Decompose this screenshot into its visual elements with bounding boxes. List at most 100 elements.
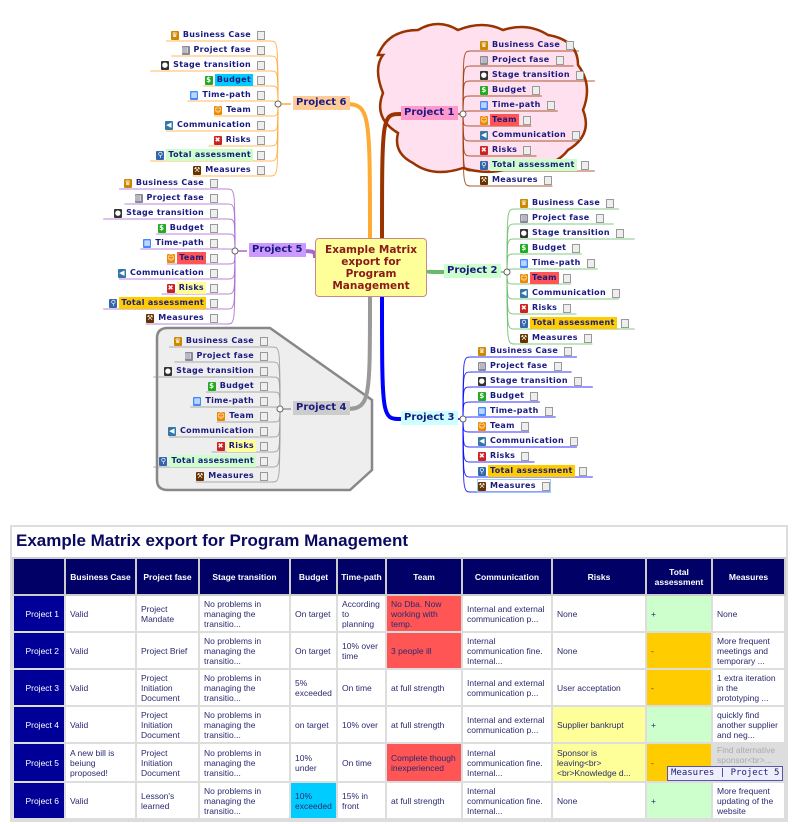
note-icon[interactable] (257, 150, 265, 160)
subtopic-risks[interactable]: ✖Risks (216, 440, 268, 452)
note-icon[interactable] (566, 40, 575, 50)
subtopic-budget[interactable]: $Budget (204, 74, 265, 86)
note-icon[interactable] (210, 313, 218, 323)
table-cell[interactable]: Lesson's learned (135, 781, 200, 820)
note-icon[interactable] (257, 75, 265, 85)
table-cell[interactable]: Internal communication fine. Internal... (461, 631, 553, 670)
subtopic-project-fase[interactable]: ▤Project fase (478, 360, 562, 372)
subtopic-measures[interactable]: ⚒Measures (477, 479, 551, 493)
subtopic-team[interactable]: ☺Team (520, 272, 571, 284)
note-icon[interactable] (210, 223, 218, 233)
subtopic-business-case[interactable]: ♛Business Case (123, 177, 218, 189)
table-cell[interactable]: More frequent updating of the website (711, 781, 786, 820)
table-cell[interactable]: Internal and external communication p... (461, 668, 553, 707)
table-cell[interactable]: No problems in managing the transitio... (198, 742, 291, 783)
subtopic-total-assessment[interactable]: ⚲Total assessment (478, 465, 587, 477)
subtopic-risks[interactable]: ✖Risks (480, 144, 532, 156)
note-icon[interactable] (260, 366, 268, 376)
note-icon[interactable] (606, 198, 615, 208)
subtopic-total-assessment[interactable]: ⚲Total assessment (480, 159, 589, 171)
table-cell[interactable]: On target (289, 631, 338, 670)
subtopic-time-path[interactable]: ▦Time-path (520, 257, 595, 269)
project-topic[interactable]: Project 3 (401, 411, 458, 425)
note-icon[interactable] (543, 175, 552, 185)
note-icon[interactable] (523, 145, 532, 155)
note-icon[interactable] (257, 45, 265, 55)
row-header[interactable]: Project 5 (12, 742, 66, 783)
subtopic-project-fase[interactable]: ▤Project fase (480, 54, 564, 66)
table-cell[interactable]: More frequent meetings and temporary ... (711, 631, 786, 670)
note-icon[interactable] (611, 288, 620, 298)
table-cell[interactable]: Valid (64, 705, 137, 744)
table-cell[interactable]: Complete though inexperienced (385, 742, 463, 783)
subtopic-business-case[interactable]: ♛Business Case (520, 197, 615, 209)
subtopic-team[interactable]: ☺Team (217, 410, 268, 422)
note-icon[interactable] (210, 283, 218, 293)
subtopic-communication[interactable]: ◀Communication (168, 425, 268, 437)
table-cell[interactable]: 1 extra iteration in the prototyping ... (711, 668, 786, 707)
note-icon[interactable] (571, 130, 580, 140)
subtopic-communication[interactable]: ◀Communication (478, 435, 578, 447)
note-icon[interactable] (595, 213, 604, 223)
note-icon[interactable] (572, 243, 581, 253)
note-icon[interactable] (260, 426, 268, 436)
table-cell[interactable]: Valid (64, 668, 137, 707)
note-icon[interactable] (522, 115, 531, 125)
note-icon[interactable] (555, 55, 564, 65)
note-icon[interactable] (578, 466, 587, 476)
subtopic-team[interactable]: ☺Team (214, 104, 265, 116)
note-icon[interactable] (260, 456, 268, 466)
subtopic-budget[interactable]: $Budget (157, 222, 218, 234)
note-icon[interactable] (532, 85, 541, 95)
table-cell[interactable]: No problems in managing the transitio... (198, 705, 291, 744)
row-header[interactable]: Project 4 (12, 705, 66, 744)
subtopic-project-fase[interactable]: ▤Project fase (134, 192, 218, 204)
note-icon[interactable] (210, 268, 218, 278)
table-cell[interactable]: Valid (64, 594, 137, 633)
subtopic-measures[interactable]: ⚒Measures (146, 312, 218, 324)
note-icon[interactable] (620, 318, 629, 328)
table-cell[interactable]: No problems in managing the transitio... (198, 594, 291, 633)
table-cell[interactable]: Supplier bankrupt (551, 705, 647, 744)
table-cell[interactable]: No Dba. Now working with temp. (385, 594, 463, 633)
table-cell[interactable]: Project Initiation Document (135, 668, 200, 707)
subtopic-stage-transition[interactable]: ●Stage transition (480, 69, 584, 81)
subtopic-stage-transition[interactable]: ●Stage transition (161, 59, 265, 71)
subtopic-communication[interactable]: ◀Communication (165, 119, 265, 131)
subtopic-team[interactable]: ☺Team (480, 114, 531, 126)
table-cell[interactable]: None (551, 781, 647, 820)
note-icon[interactable] (521, 451, 530, 461)
row-header[interactable]: Project 3 (12, 668, 66, 707)
subtopic-team[interactable]: ☺Team (478, 420, 529, 432)
subtopic-project-fase[interactable]: ▤Project fase (184, 350, 268, 362)
table-cell[interactable]: - (645, 668, 713, 707)
mind-map[interactable]: Example Matrix export for Program Manage… (0, 0, 800, 500)
note-icon[interactable] (563, 303, 572, 313)
table-cell[interactable]: 15% in front (336, 781, 387, 820)
subtopic-budget[interactable]: $Budget (520, 242, 581, 254)
note-icon[interactable] (260, 381, 268, 391)
table-cell[interactable]: Project Initiation Document (135, 742, 200, 783)
note-icon[interactable] (260, 336, 268, 346)
note-icon[interactable] (562, 273, 571, 283)
subtopic-risks[interactable]: ✖Risks (520, 302, 572, 314)
note-icon[interactable] (615, 228, 624, 238)
table-cell[interactable]: Internal communication fine. Internal... (461, 781, 553, 820)
note-icon[interactable] (257, 105, 265, 115)
note-icon[interactable] (210, 253, 218, 263)
table-cell[interactable]: at full strength (385, 668, 463, 707)
subtopic-budget[interactable]: $Budget (480, 84, 541, 96)
subtopic-stage-transition[interactable]: ●Stage transition (114, 207, 218, 219)
note-icon[interactable] (546, 100, 555, 110)
subtopic-risks[interactable]: ✖Risks (213, 134, 265, 146)
table-cell[interactable]: A new bill is beiung proposed! (64, 742, 137, 783)
note-icon[interactable] (210, 238, 218, 248)
row-header[interactable]: Project 6 (12, 781, 66, 820)
subtopic-total-assessment[interactable]: ⚲Total assessment (159, 455, 268, 467)
table-cell[interactable]: On time (336, 668, 387, 707)
table-cell[interactable]: on target (289, 705, 338, 744)
project-topic[interactable]: Project 4 (293, 401, 350, 415)
subtopic-business-case[interactable]: ♛Business Case (170, 29, 265, 41)
table-cell[interactable]: No problems in managing the transitio... (198, 781, 291, 820)
subtopic-communication[interactable]: ◀Communication (480, 129, 580, 141)
